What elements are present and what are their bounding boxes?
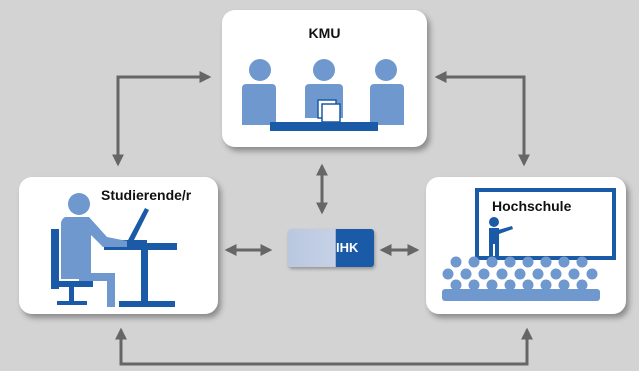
arrow-kmu-hochschule (434, 71, 530, 167)
desk-worker-icon (51, 193, 177, 307)
meeting-icon (242, 59, 404, 131)
lecture-icon (442, 188, 616, 301)
kmu-label: KMU (308, 25, 341, 41)
hochschule-label: Hochschule (492, 198, 572, 214)
hochschule-box: Hochschule (426, 177, 626, 314)
arrow-student-hochschule (115, 327, 533, 366)
arrow-kmu-student (112, 71, 212, 167)
ihk-badge: IHK (288, 229, 374, 267)
student-box: Studierende/r (19, 177, 218, 314)
kmu-box: KMU (222, 10, 427, 147)
ihk-label: IHK (336, 240, 359, 255)
student-label: Studierende/r (101, 187, 192, 203)
